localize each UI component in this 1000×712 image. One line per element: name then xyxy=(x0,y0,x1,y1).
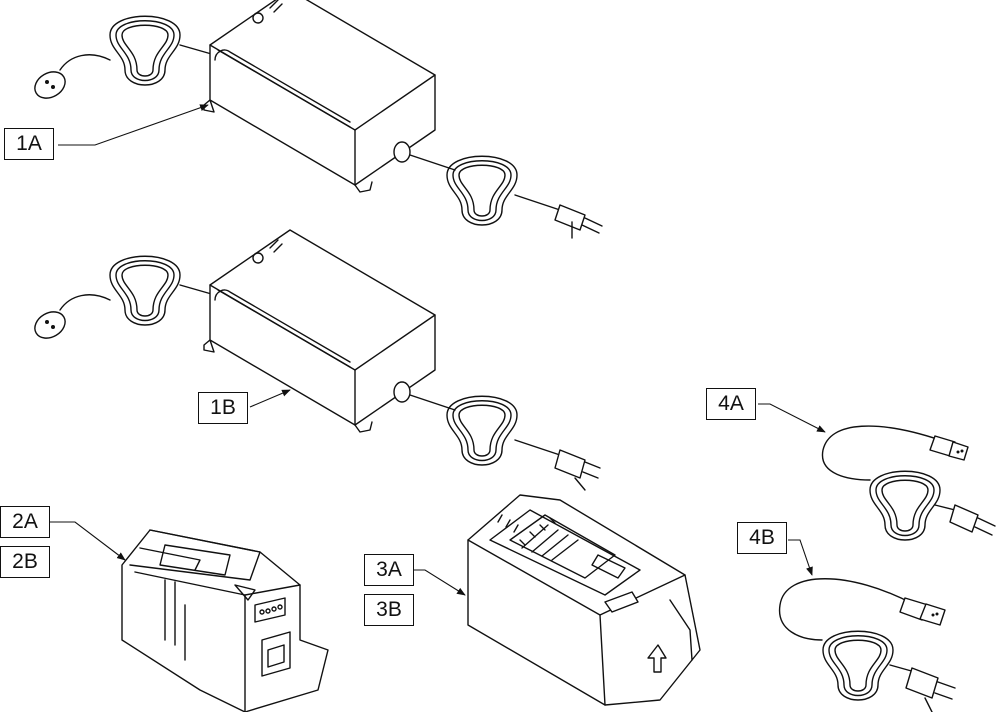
power-cord-4b xyxy=(778,578,956,712)
leader-lines xyxy=(50,104,826,596)
power-cord-4a xyxy=(821,425,996,541)
callout-1b: 1B xyxy=(198,392,248,424)
callout-4b: 4B xyxy=(737,522,787,554)
callout-1a: 1A xyxy=(4,128,54,160)
callout-2a: 2A xyxy=(0,506,50,538)
callout-2b: 2B xyxy=(0,546,50,578)
charger-1b xyxy=(34,229,601,491)
battery-charger-2 xyxy=(121,529,329,712)
charger-1a xyxy=(34,0,603,239)
charger-base-3 xyxy=(467,494,701,706)
callout-3b: 3B xyxy=(364,594,414,626)
callout-4a: 4A xyxy=(706,388,756,420)
callout-3a: 3A xyxy=(364,554,414,586)
